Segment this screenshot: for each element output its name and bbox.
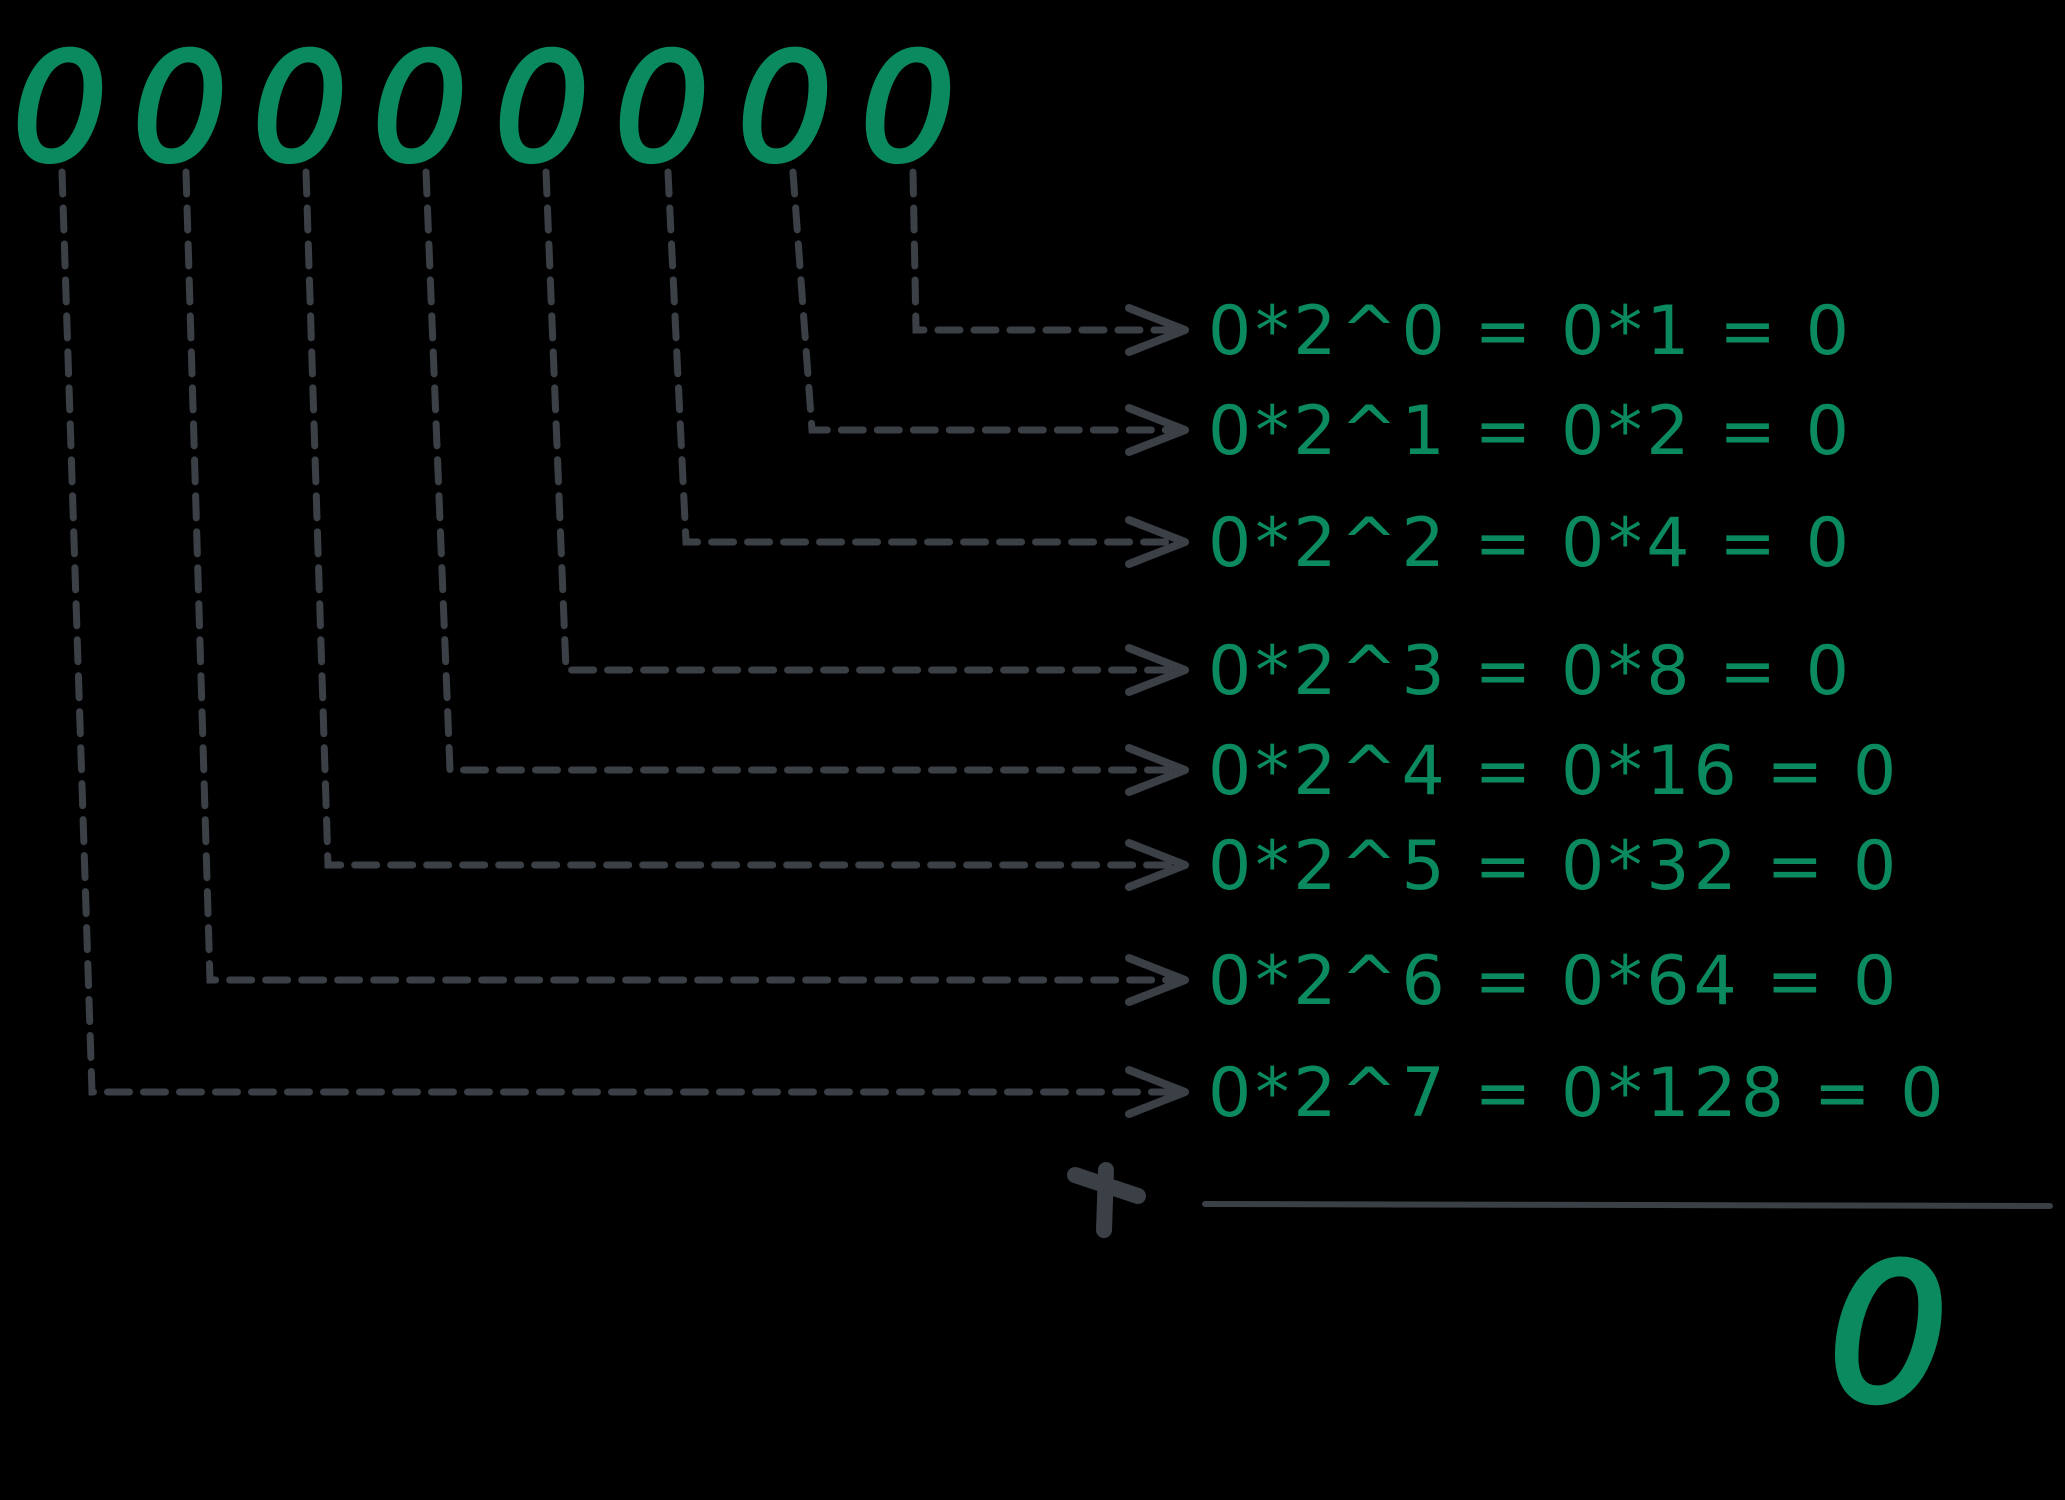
connector-line-power-6	[182, 168, 1175, 984]
arrowhead-icon	[1125, 516, 1189, 568]
arrowhead-icon	[1125, 404, 1189, 456]
connector-line-power-1	[789, 168, 1175, 434]
equation-row-power-7: 0*2^7 = 0*128 = 0	[1208, 1054, 1948, 1133]
equation-row-power-1: 0*2^1 = 0*2 = 0	[1208, 392, 1853, 471]
arrowhead-icon	[1125, 644, 1189, 696]
equation-row-power-5: 0*2^5 = 0*32 = 0	[1208, 827, 1900, 906]
sum-line	[1202, 1201, 2053, 1209]
plus-operator	[1067, 1162, 1146, 1238]
bit-digit: 0	[737, 22, 832, 196]
connector-line-power-2	[664, 168, 1175, 546]
connector-line-power-0	[909, 168, 1175, 334]
arrowhead-icon	[1125, 839, 1189, 891]
arrowhead-icon	[1125, 954, 1189, 1006]
equation-row-power-6: 0*2^6 = 0*64 = 0	[1208, 942, 1900, 1021]
bit-digit: 0	[132, 22, 227, 196]
arrowhead-icon	[1125, 744, 1189, 796]
bit-digit: 0	[252, 22, 347, 196]
bit-digit: 0	[614, 22, 709, 196]
equation-row-power-2: 0*2^2 = 0*4 = 0	[1208, 504, 1853, 583]
connector-line-power-4	[422, 168, 1175, 774]
connector-line-power-7	[58, 168, 1175, 1096]
bit-connector-arrows	[58, 168, 1189, 1118]
bit-digit: 0	[494, 22, 589, 196]
equation-row-power-3: 0*2^3 = 0*8 = 0	[1208, 632, 1853, 711]
equation-row-power-0: 0*2^0 = 0*1 = 0	[1208, 292, 1853, 371]
equation-row-power-4: 0*2^4 = 0*16 = 0	[1208, 732, 1900, 811]
bit-digit: 0	[372, 22, 467, 196]
bit-digit: 0	[12, 22, 107, 196]
connector-line-power-3	[542, 168, 1175, 674]
arrowhead-icon	[1125, 1066, 1189, 1118]
sum-result: 0	[1828, 1224, 1949, 1445]
bit-digit: 0	[860, 22, 955, 196]
equation-list: 0*2^0 = 0*1 = 0 0*2^1 = 0*2 = 0 0*2^2 = 0*…	[1208, 292, 1948, 1133]
connector-line-power-5	[302, 168, 1175, 869]
arrowhead-icon	[1125, 304, 1189, 356]
